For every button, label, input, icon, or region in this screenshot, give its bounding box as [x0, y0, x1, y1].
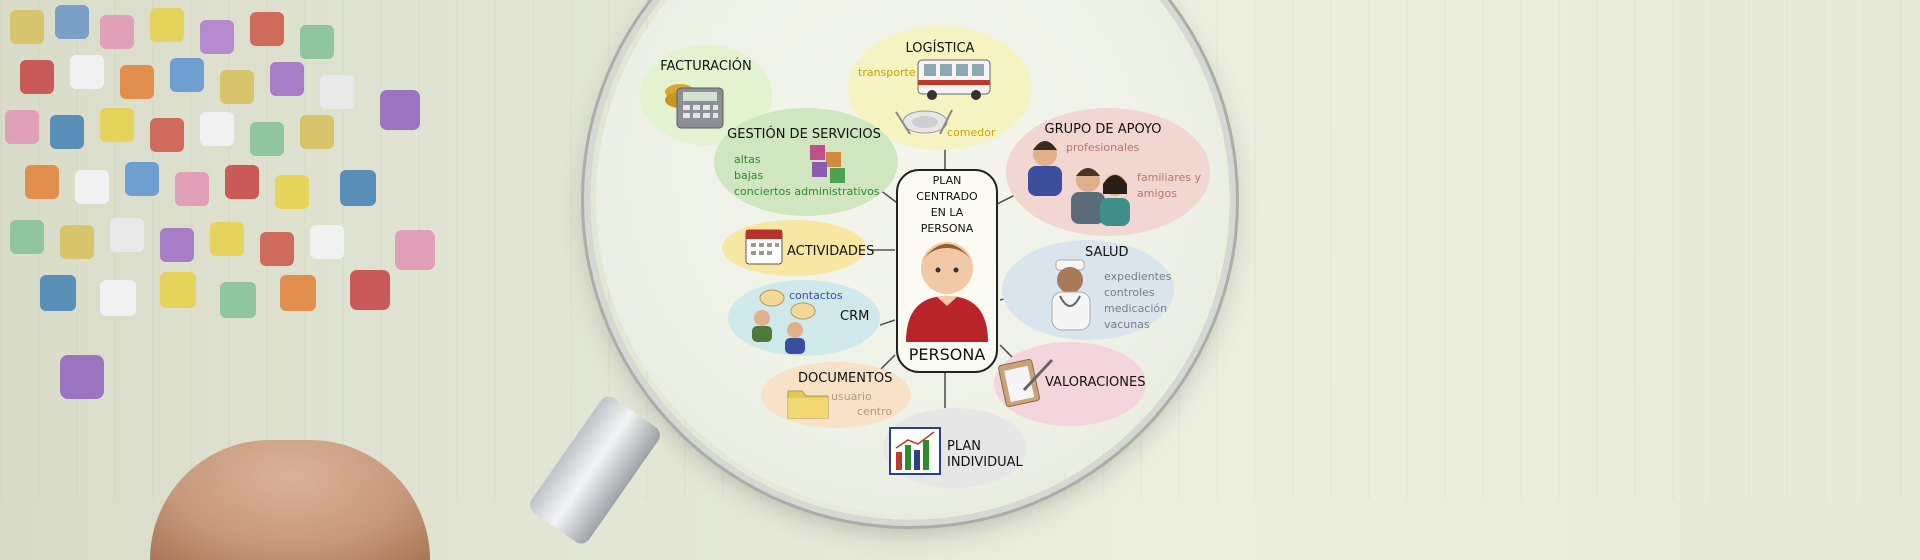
node-billing: FACTURACIÓN: [640, 45, 772, 145]
center-title-line-3: EN LA: [931, 206, 964, 219]
calendar-icon: [745, 229, 783, 265]
doctor-icon: [1051, 259, 1091, 331]
health-title: SALUD: [1085, 245, 1129, 260]
logistics-item-transport: transporte: [858, 66, 916, 79]
documents-item-center: centro: [857, 405, 892, 418]
support-item-professionals: profesionales: [1066, 141, 1140, 154]
support-item-friends: amigos: [1137, 187, 1177, 200]
plan-title-line-1: PLAN: [947, 439, 981, 454]
bar-chart-icon: [889, 427, 941, 475]
health-item-medication: medicación: [1104, 302, 1167, 315]
bus-icon: [917, 59, 991, 100]
node-support: GRUPO DE APOYO profesionales familiares …: [1006, 108, 1210, 236]
services-item-altas: altas: [734, 153, 761, 166]
clipboard-icon: [998, 358, 1054, 408]
health-item-controls: controles: [1104, 286, 1155, 299]
support-bubble: [1006, 108, 1210, 236]
crm-item-contacts: contactos: [789, 289, 843, 302]
node-services: GESTIÓN DE SERVICIOS altas bajas concier…: [714, 108, 898, 216]
node-logistics: LOGÍSTICA transporte comedor: [848, 26, 1032, 150]
folder-icon: [787, 390, 829, 419]
center-label: PERSONA: [909, 345, 986, 364]
documents-item-user: usuario: [831, 390, 872, 403]
node-plan: PLAN INDIVIDUAL: [883, 408, 1027, 488]
node-crm: contactos CRM: [728, 280, 880, 356]
node-activities: ACTIVIDADES: [722, 220, 874, 276]
center-title-line-4: PERSONA: [921, 222, 974, 235]
services-bubble: [714, 108, 898, 216]
logistics-title: LOGÍSTICA: [906, 40, 975, 56]
logistics-item-dining: comedor: [947, 126, 996, 139]
support-item-family: familiares y: [1137, 171, 1202, 184]
services-item-bajas: bajas: [734, 169, 764, 182]
center-title-line-1: PLAN: [933, 174, 962, 187]
person-centered-plan-diagram: FACTURACIÓN LOGÍSTICA transporte comedor: [640, 26, 1210, 488]
assessments-title: VALORACIONES: [1045, 375, 1145, 390]
health-item-vaccines: vacunas: [1104, 318, 1150, 331]
plan-title-line-2: INDIVIDUAL: [947, 455, 1024, 470]
billing-title: FACTURACIÓN: [660, 58, 752, 74]
health-item-records: expedientes: [1104, 270, 1172, 283]
activities-title: ACTIVIDADES: [787, 244, 874, 259]
node-health: SALUD expedientes controles medicación v…: [1002, 240, 1174, 340]
bead-cluster: [5, 5, 435, 399]
services-title: GESTIÓN DE SERVICIOS: [727, 126, 881, 142]
center-title-line-2: CENTRADO: [916, 190, 978, 203]
documents-title: DOCUMENTOS: [798, 371, 892, 386]
letter-beads-decoration: [5, 5, 435, 399]
plate-cutlery-icon: [895, 109, 953, 135]
node-assessments: VALORACIONES: [994, 342, 1146, 426]
chat-people-icon: [752, 289, 816, 354]
people-icon: [1028, 141, 1130, 226]
person-icon: [906, 242, 988, 342]
support-title: GRUPO DE APOYO: [1045, 122, 1162, 137]
node-documents: DOCUMENTOS usuario centro: [761, 362, 911, 428]
calculator-coins-icon: [665, 84, 724, 129]
services-item-conciertos: conciertos administrativos: [734, 185, 880, 198]
puzzle-icon: [810, 145, 845, 183]
center-node: PLAN CENTRADO EN LA PERSONA PERSONA: [896, 169, 998, 373]
health-bubble: [1002, 240, 1174, 340]
crm-title: CRM: [840, 309, 869, 324]
